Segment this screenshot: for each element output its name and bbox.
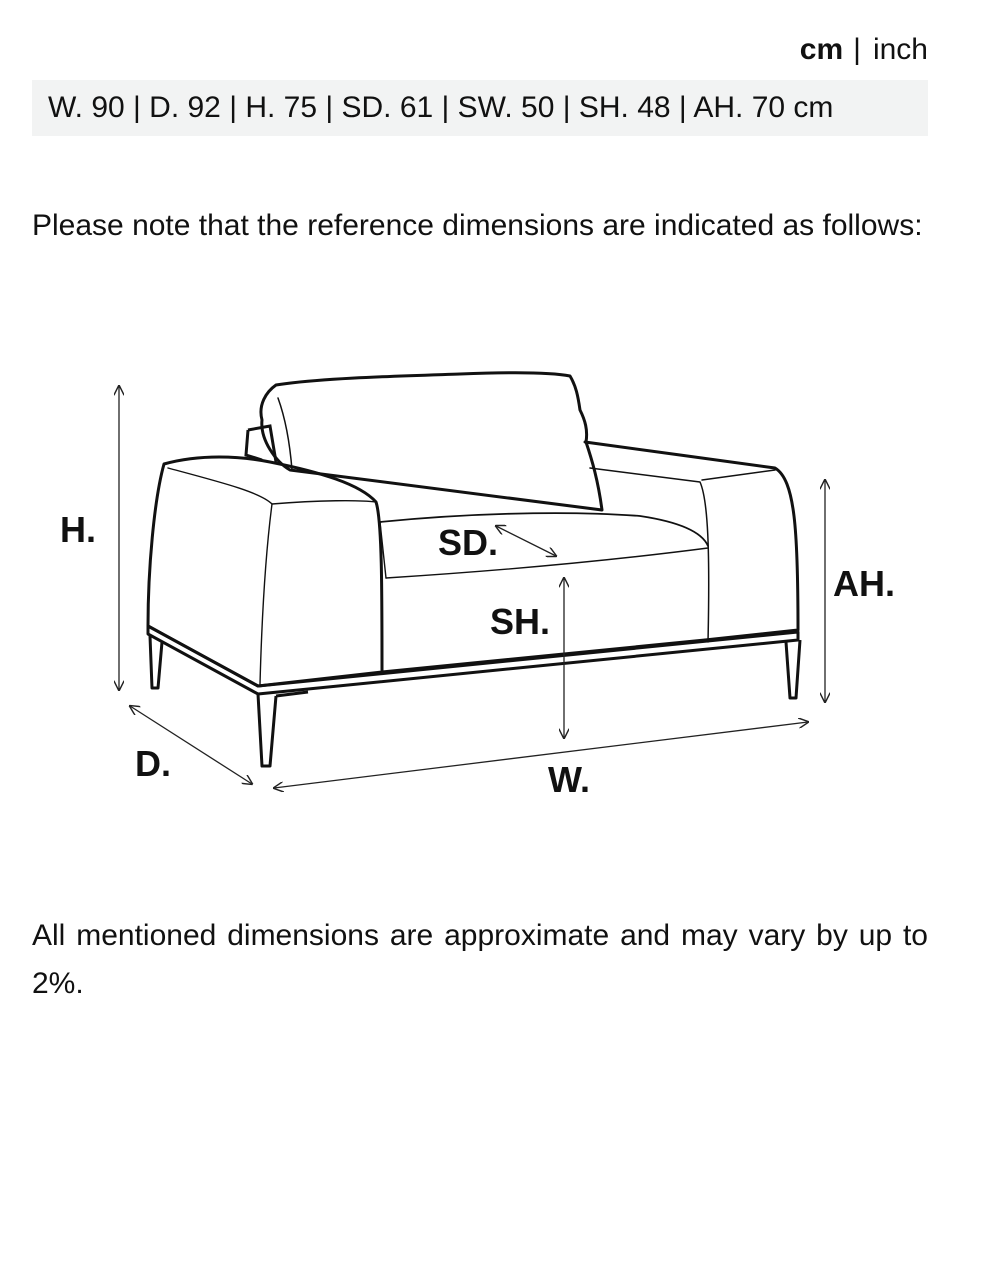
approximate-dimensions-note: All mentioned dimensions are approximate… bbox=[32, 919, 928, 1000]
depth-dimension-line bbox=[130, 706, 252, 784]
legs bbox=[148, 635, 802, 768]
dimension-lines bbox=[119, 386, 825, 788]
depth-label: D. bbox=[135, 743, 171, 784]
armchair-illustration: H. SD. SH. AH. D. W. bbox=[60, 371, 895, 800]
seat-depth-dimension-line bbox=[496, 526, 556, 556]
back-frame-left bbox=[247, 424, 278, 463]
height-label: H. bbox=[60, 509, 96, 550]
unit-toggle: cm | inch bbox=[800, 30, 928, 70]
unit-separator: | bbox=[853, 33, 861, 66]
base-frame bbox=[146, 624, 800, 696]
unit-cm-option[interactable]: cm bbox=[799, 33, 844, 66]
seat-cushion-outline bbox=[379, 512, 709, 579]
armchair-dimension-diagram: H. SD. SH. AH. D. W. bbox=[40, 350, 940, 830]
arm-height-label: AH. bbox=[833, 563, 895, 604]
right-arm-outline bbox=[583, 440, 800, 643]
back-frame-left-edge bbox=[244, 429, 263, 462]
seat-depth-label: SD. bbox=[438, 522, 498, 563]
dimensions-summary: W. 90 | D. 92 | H. 75 | SD. 61 | SW. 50 … bbox=[32, 80, 928, 136]
seat-height-label: SH. bbox=[490, 601, 550, 642]
left-arm-outline bbox=[146, 455, 384, 688]
width-dimension-line bbox=[274, 722, 808, 788]
reference-note: Please note that the reference dimension… bbox=[32, 209, 923, 242]
unit-inch-option[interactable]: inch bbox=[872, 33, 928, 66]
width-label: W. bbox=[548, 759, 590, 800]
back-cushion-outline bbox=[259, 371, 604, 512]
